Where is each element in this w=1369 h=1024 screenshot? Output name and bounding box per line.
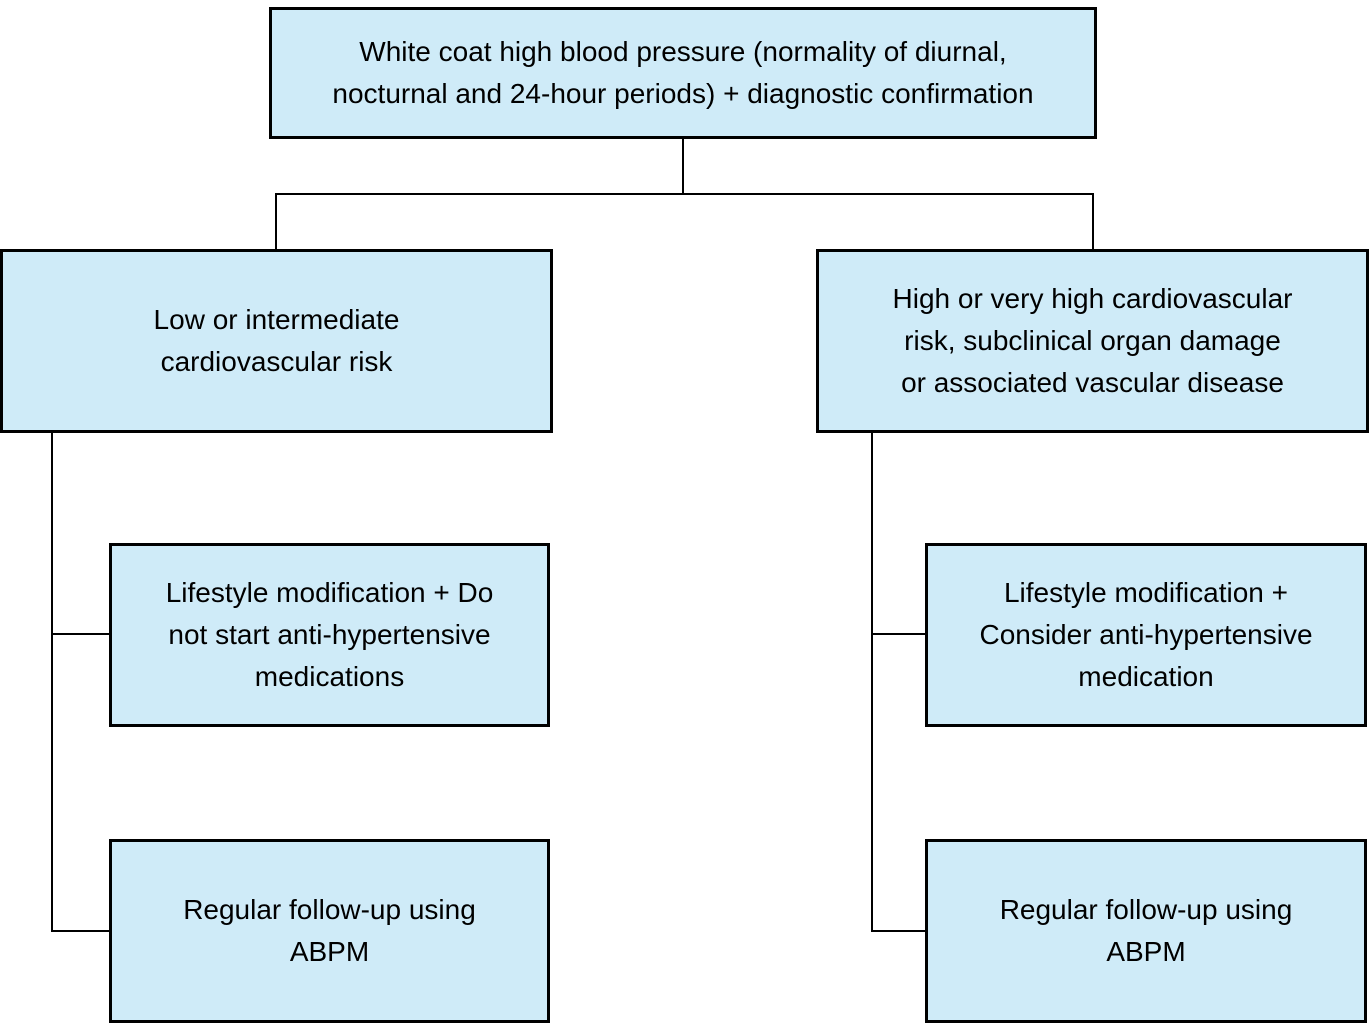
flowchart-node-lifestyle-consider-medication: Lifestyle modification + Consider anti-h… — [925, 543, 1367, 727]
left-action-node-text: Lifestyle modification + Do not start an… — [165, 577, 494, 692]
flowchart-node-high-risk: High or very high cardiovascular risk, s… — [816, 249, 1369, 433]
connector-root-down — [682, 139, 684, 195]
connector-left-followup-stub — [51, 930, 109, 932]
right-followup-node-text: Regular follow-up using ABPM — [999, 894, 1293, 967]
flowchart-node-left-followup-abpm: Regular follow-up using ABPM — [109, 839, 550, 1023]
connector-right-rail — [871, 433, 873, 932]
connector-split-horizontal — [275, 193, 1094, 195]
left-followup-node-text: Regular follow-up using ABPM — [183, 894, 476, 967]
connector-left-action-stub — [51, 633, 109, 635]
flowchart-node-right-followup-abpm: Regular follow-up using ABPM — [925, 839, 1367, 1023]
root-node-text: White coat high blood pressure (normalit… — [332, 36, 1034, 109]
right-branch-node-text: High or very high cardiovascular risk, s… — [892, 283, 1293, 398]
connector-right-followup-stub — [871, 930, 925, 932]
flowchart-node-lifestyle-no-medication: Lifestyle modification + Do not start an… — [109, 543, 550, 727]
left-branch-node-text: Low or intermediate cardiovascular risk — [153, 304, 400, 377]
flowchart-node-low-intermediate-risk: Low or intermediate cardiovascular risk — [0, 249, 553, 433]
connector-right-action-stub — [871, 633, 925, 635]
connector-right-branch-drop — [1092, 193, 1094, 249]
connector-left-rail — [51, 433, 53, 932]
right-action-node-text: Lifestyle modification + Consider anti-h… — [979, 577, 1313, 692]
flowchart-node-root: White coat high blood pressure (normalit… — [269, 7, 1097, 139]
connector-left-branch-drop — [275, 193, 277, 249]
